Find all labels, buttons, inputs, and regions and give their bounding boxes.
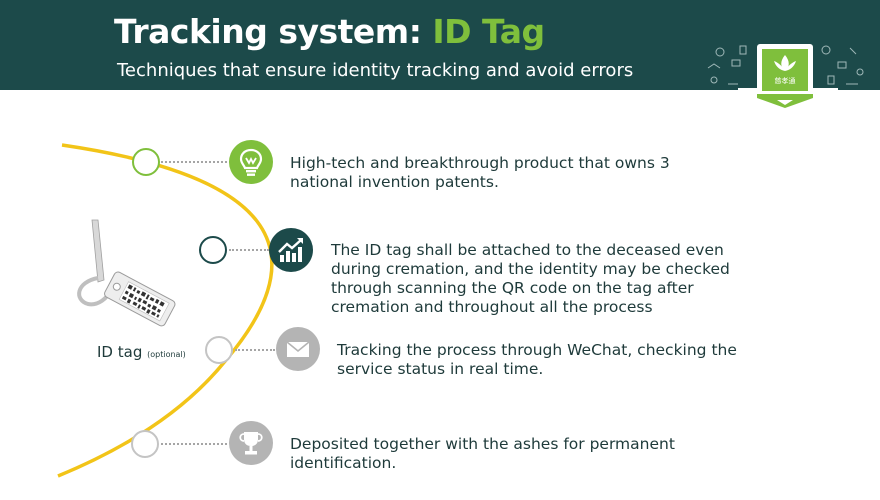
trophy-icon xyxy=(239,432,263,455)
timeline-node-1 xyxy=(132,148,160,176)
title-accent: ID Tag xyxy=(432,12,545,51)
feature-text-2: The ID tag shall be attached to the dece… xyxy=(331,241,730,316)
id-tag-optional: (optional) xyxy=(147,350,186,359)
doodle-icons xyxy=(707,45,864,85)
envelope-icon xyxy=(286,341,310,357)
feature-text-1: High-tech and breakthrough product that … xyxy=(290,154,670,191)
company-logo: 慈孝通 xyxy=(757,44,813,96)
title-main: Tracking system: xyxy=(114,12,433,51)
connector-4 xyxy=(161,443,227,445)
feature-icon-2 xyxy=(269,228,313,272)
id-tag-label: ID tag (optional) xyxy=(97,343,186,361)
logo-emblem: 慈孝通 xyxy=(762,49,808,91)
feature-text-4: Deposited together with the ashes for pe… xyxy=(290,435,675,472)
timeline-node-4 xyxy=(131,430,159,458)
connector-1 xyxy=(161,161,227,163)
page-title: Tracking system: ID Tag xyxy=(114,12,545,51)
connector-2 xyxy=(229,249,269,251)
growth-chart-icon xyxy=(278,238,303,262)
logo-text: 慈孝通 xyxy=(774,78,796,85)
logo-ribbon xyxy=(757,94,813,108)
feature-icon-3 xyxy=(276,327,320,371)
feature-icon-4 xyxy=(229,421,273,465)
id-tag-name: ID tag xyxy=(97,343,148,361)
lightbulb-icon xyxy=(239,148,263,176)
page-subtitle: Techniques that ensure identity tracking… xyxy=(117,60,634,81)
feature-text-3: Tracking the process through WeChat, che… xyxy=(337,341,737,378)
feature-icon-1 xyxy=(229,140,273,184)
connector-3 xyxy=(235,349,275,351)
timeline-node-2 xyxy=(199,236,227,264)
header-banner: Tracking system: ID Tag Techniques that … xyxy=(0,0,880,90)
id-tag-illustration xyxy=(77,219,176,327)
lotus-icon xyxy=(774,55,796,71)
timeline-node-3 xyxy=(205,336,233,364)
